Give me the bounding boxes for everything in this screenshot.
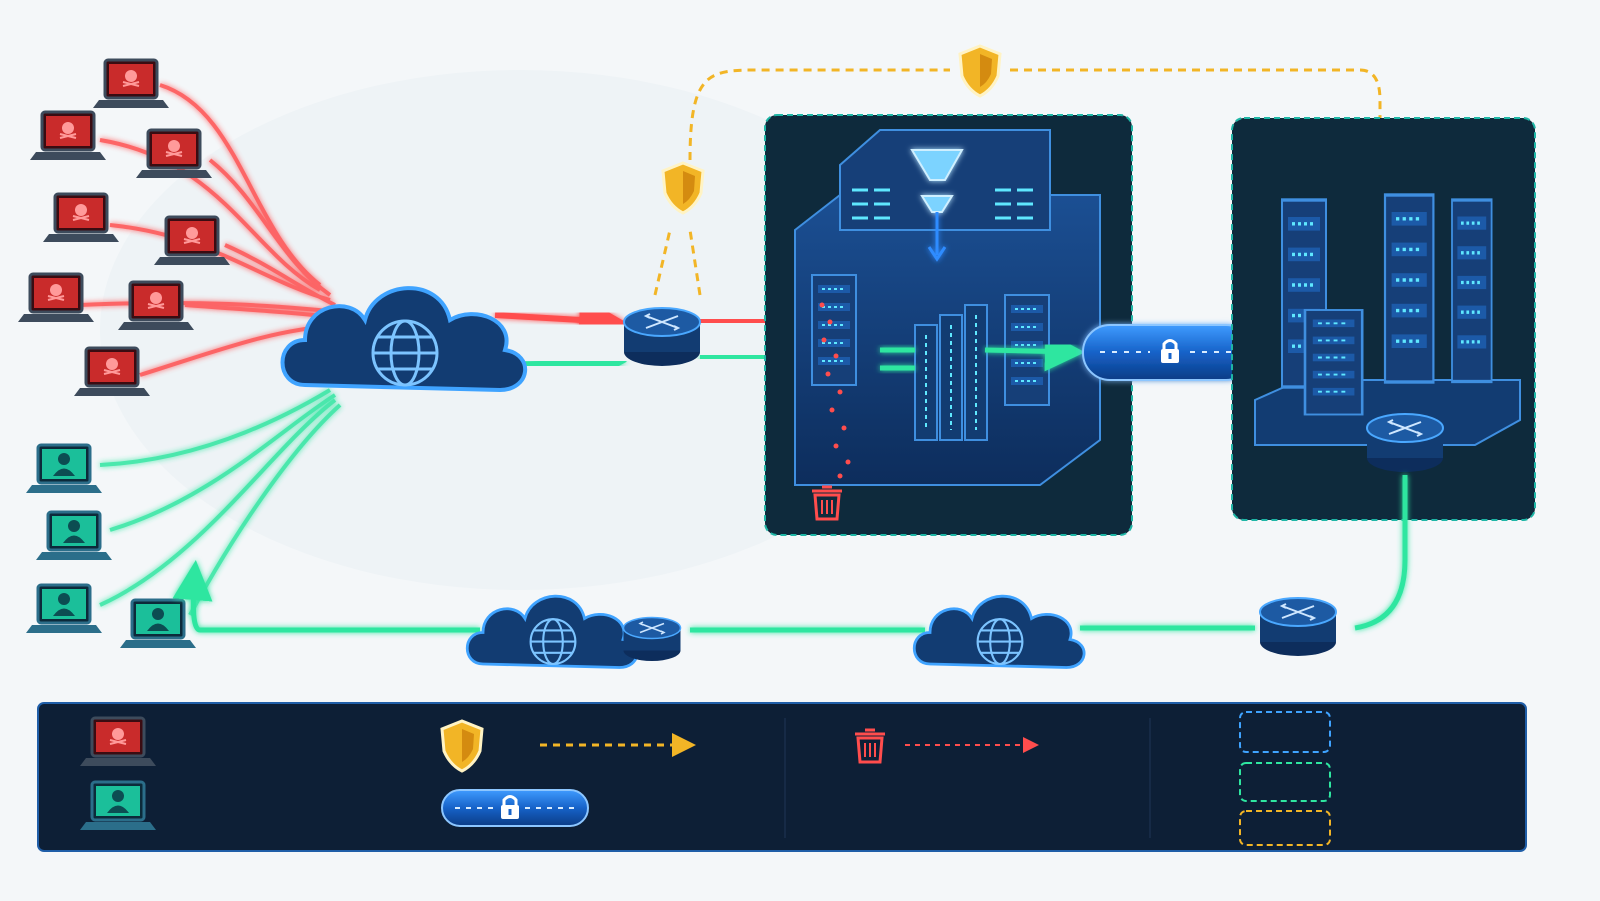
router-icon [1366,413,1444,473]
globe-cloud-icon [912,594,1086,669]
server-rack-icon [1303,308,1364,416]
server-rack-icon [811,274,857,386]
user-laptop-icon [34,510,114,562]
origin-datacenter-servers [1254,193,1521,473]
shield-icon [958,44,1002,98]
server-rack-icon [1383,193,1436,384]
user-laptops [24,443,198,650]
legend-skull-laptop-icon [78,716,158,768]
router-icon [622,616,682,662]
legend-panel [37,702,1527,852]
control-path-line [653,68,1380,296]
dropped-attack-packets [819,302,851,479]
legend-protected-zone-swatch [1239,762,1331,802]
skull-laptop-icon [152,215,232,267]
skull-laptop-icon [91,58,171,110]
user-laptop-icon [118,598,198,650]
filter-funnel-icon [910,149,964,262]
background-haze [100,70,940,590]
skull-laptop-icon [28,110,108,162]
legend-scrubbing-zone-swatch [1239,711,1331,753]
scrubber-core-racks [914,304,988,441]
skull-laptop-icon [16,272,96,324]
globe-cloud-icon [465,594,639,669]
return-path-line [193,475,1408,633]
skull-laptop-icon [116,280,196,332]
server-rack-icon [1450,198,1494,384]
scrubbing-center-building [794,129,1100,521]
edge-router-icon [623,307,701,367]
legend-lock-tunnel-icon [441,789,589,827]
skull-laptop-icon [41,192,121,244]
legend-user-laptop-icon [78,780,158,832]
skull-laptop-icon [72,346,152,398]
return-router-icon [1259,597,1337,657]
user-laptop-icon [24,583,104,635]
skull-laptop-icon [134,128,214,180]
user-laptop-icon [24,443,104,495]
attack-arrow-to-router [494,295,627,344]
